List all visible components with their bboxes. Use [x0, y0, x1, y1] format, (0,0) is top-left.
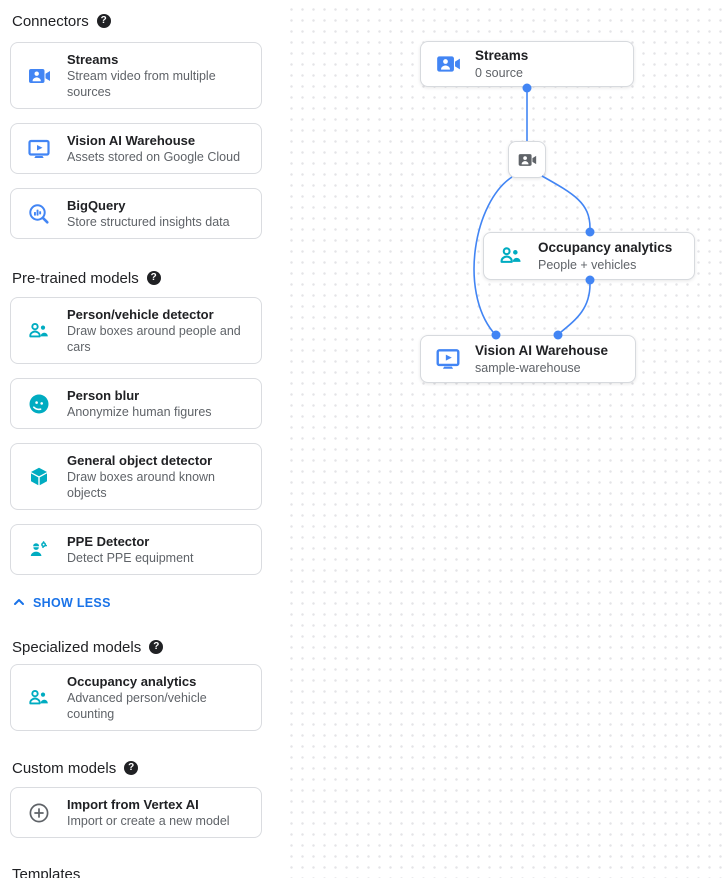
- plus-circle-icon: [27, 801, 51, 825]
- palette-item-subtitle: Assets stored on Google Cloud: [67, 150, 241, 164]
- graph-edges: [473, 83, 595, 340]
- palette-item-person-vehicle-detector[interactable]: Person/vehicle detector Draw boxes aroun…: [10, 297, 262, 364]
- palette-item-subtitle: Advanced person/vehicle counting: [67, 691, 207, 721]
- streams-camera-icon: [435, 51, 461, 77]
- palette-item-title: Streams: [67, 52, 119, 67]
- graph-canvas[interactable]: Streams 0 source: [283, 0, 725, 878]
- node-subtitle: 0 source: [475, 66, 523, 80]
- show-less-label: SHOW LESS: [33, 596, 111, 610]
- help-icon[interactable]: ?: [146, 271, 161, 285]
- graph-node-vision-ai-warehouse[interactable]: Vision AI Warehouse sample-warehouse: [420, 335, 636, 383]
- help-icon[interactable]: ?: [96, 14, 111, 28]
- node-title: Occupancy analytics: [538, 240, 673, 255]
- node-title: Streams: [475, 48, 529, 63]
- people-icon: [27, 319, 51, 343]
- node-title: Vision AI Warehouse: [475, 343, 609, 358]
- palette-item-title: Person/vehicle detector: [67, 307, 214, 322]
- bigquery-icon: [27, 202, 51, 226]
- palette-item-subtitle: Draw boxes around known objects: [67, 470, 215, 500]
- section-label: Specialized models: [12, 638, 142, 656]
- palette-item-title: BigQuery: [67, 198, 126, 213]
- palette-item-title: Vision AI Warehouse: [67, 133, 196, 148]
- palette-item-occupancy-analytics[interactable]: Occupancy analytics Advanced person/vehi…: [10, 664, 262, 731]
- node-subtitle: sample-warehouse: [475, 361, 581, 375]
- palette-item-title: Import from Vertex AI: [67, 797, 199, 812]
- graph-node-stream-instance[interactable]: [508, 141, 546, 178]
- palette-item-subtitle: Store structured insights data: [67, 215, 230, 229]
- section-header-specialized-models: Specialized models ?: [12, 638, 283, 656]
- palette-item-bigquery[interactable]: BigQuery Store structured insights data: [10, 188, 262, 239]
- palette-item-subtitle: Import or create a new model: [67, 814, 230, 828]
- section-label: Connectors: [12, 12, 89, 30]
- help-icon[interactable]: ?: [149, 640, 164, 654]
- palette-item-subtitle: Stream video from multiple sources: [67, 69, 216, 99]
- section-label: Pre-trained models: [12, 269, 139, 287]
- chevron-up-icon: [12, 595, 26, 612]
- ppe-person-gear-icon: [27, 538, 51, 562]
- show-less-toggle[interactable]: SHOW LESS: [12, 595, 283, 611]
- palette-item-import-from-vertex-ai[interactable]: Import from Vertex AI Import or create a…: [10, 787, 262, 838]
- section-label: Templates: [12, 865, 81, 878]
- warehouse-monitor-icon: [435, 346, 461, 372]
- face-blur-icon: [27, 392, 51, 416]
- palette-item-title: Occupancy analytics: [67, 674, 197, 689]
- section-header-pretrained-models: Pre-trained models ?: [12, 269, 283, 287]
- palette-item-title: Person blur: [67, 388, 140, 403]
- section-header-connectors: Connectors ?: [12, 12, 283, 30]
- palette-item-person-blur[interactable]: Person blur Anonymize human figures: [10, 378, 262, 429]
- cube-icon: [27, 465, 51, 489]
- palette-item-title: PPE Detector: [67, 534, 150, 549]
- component-palette-sidebar: Connectors ? Streams Stream video from m…: [0, 0, 283, 878]
- streams-camera-icon: [27, 64, 51, 88]
- camera-icon: [517, 150, 537, 170]
- section-header-templates: Templates: [12, 865, 283, 878]
- palette-item-ppe-detector[interactable]: PPE Detector Detect PPE equipment: [10, 524, 262, 575]
- palette-item-general-object-detector[interactable]: General object detector Draw boxes aroun…: [10, 443, 262, 510]
- warehouse-monitor-icon: [27, 137, 51, 161]
- palette-item-subtitle: Draw boxes around people and cars: [67, 324, 241, 354]
- help-icon[interactable]: ?: [124, 761, 139, 775]
- palette-item-streams[interactable]: Streams Stream video from multiple sourc…: [10, 42, 262, 109]
- node-subtitle: People + vehicles: [538, 258, 637, 272]
- section-header-custom-models: Custom models ?: [12, 759, 283, 777]
- people-icon: [498, 243, 524, 269]
- palette-item-vision-ai-warehouse[interactable]: Vision AI Warehouse Assets stored on Goo…: [10, 123, 262, 174]
- palette-item-subtitle: Detect PPE equipment: [67, 551, 194, 565]
- graph-node-streams[interactable]: Streams 0 source: [420, 41, 634, 87]
- graph-node-occupancy-analytics[interactable]: Occupancy analytics People + vehicles: [483, 232, 695, 280]
- section-label: Custom models: [12, 759, 117, 777]
- palette-item-title: General object detector: [67, 453, 213, 468]
- people-icon: [27, 686, 51, 710]
- palette-item-subtitle: Anonymize human figures: [67, 405, 212, 419]
